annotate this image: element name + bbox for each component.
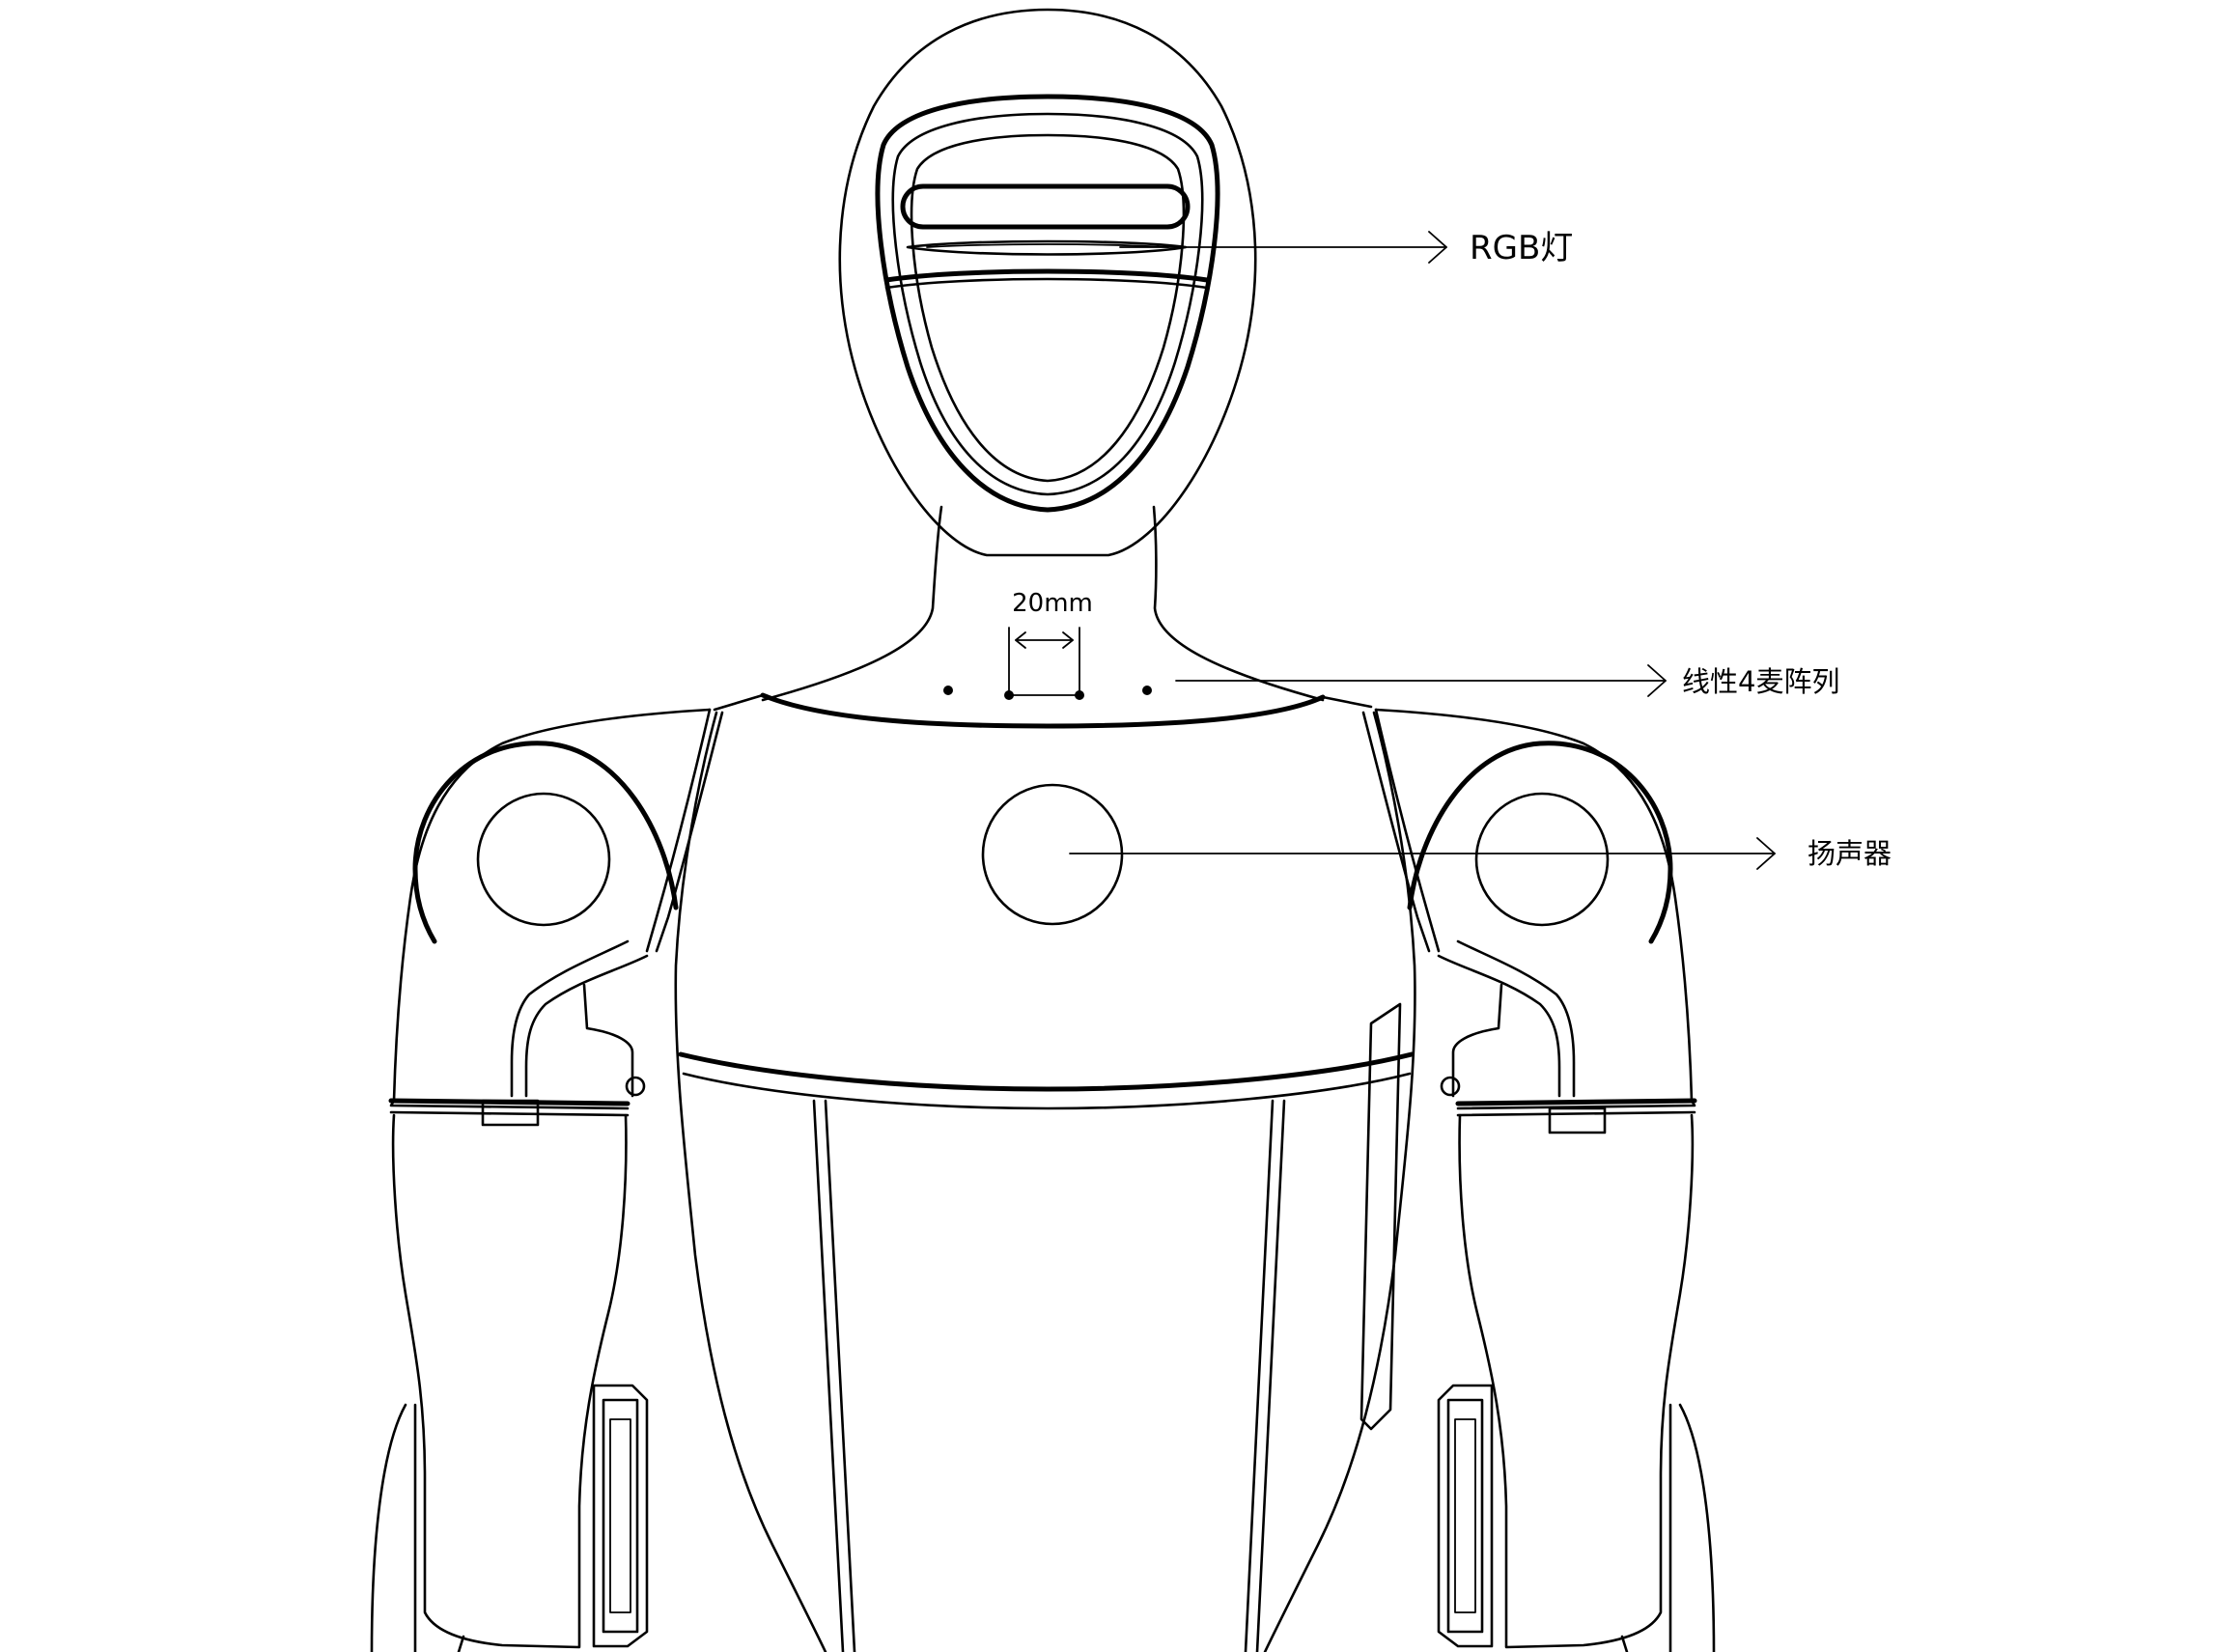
mic-array bbox=[943, 686, 1152, 700]
callout-rgb-light: RGB灯 bbox=[1119, 229, 1573, 267]
speaker-circle bbox=[981, 783, 1124, 926]
robot-torso bbox=[674, 693, 1416, 1652]
callout-speaker: 扬声器 bbox=[1069, 837, 1892, 870]
callout-mic-array: 线性4麦阵列 bbox=[1175, 664, 1839, 698]
label-rgb-light: RGB灯 bbox=[1470, 229, 1573, 267]
robot-head bbox=[838, 8, 1257, 557]
dimension-20mm: 20mm bbox=[1008, 589, 1093, 694]
dimension-label: 20mm bbox=[1012, 589, 1093, 618]
mic-4 bbox=[1142, 686, 1152, 695]
label-speaker: 扬声器 bbox=[1808, 837, 1892, 870]
mic-1 bbox=[943, 686, 953, 695]
robot-neck bbox=[760, 505, 1326, 729]
left-arm bbox=[370, 708, 724, 1652]
label-mic-array: 线性4麦阵列 bbox=[1682, 665, 1839, 698]
right-arm bbox=[1359, 708, 1716, 1652]
